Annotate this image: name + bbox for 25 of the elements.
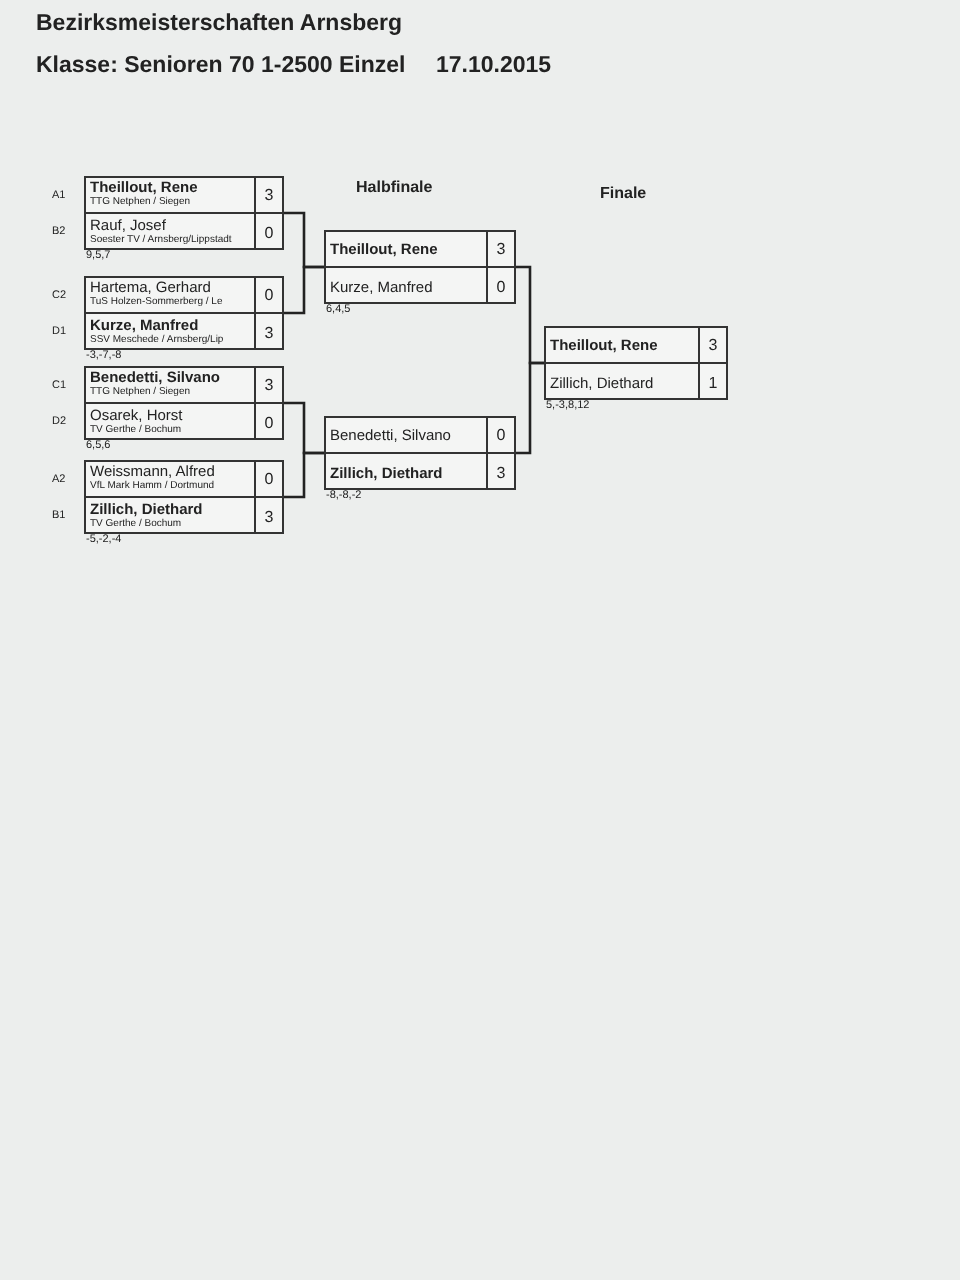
class-heading: Klasse: Senioren 70 1-2500 Einzel (36, 54, 406, 78)
score: 3 (262, 507, 276, 525)
round-heading: Halbfinale (356, 178, 433, 196)
bracket-line (516, 361, 544, 455)
bracket-line (284, 451, 324, 499)
score: 0 (494, 425, 508, 443)
score: 3 (262, 323, 276, 341)
score: 3 (706, 335, 720, 353)
score: 0 (262, 285, 276, 303)
score: 3 (262, 185, 276, 203)
score: 0 (262, 223, 276, 241)
score: 1 (706, 373, 720, 391)
score: 0 (262, 413, 276, 431)
title: Bezirksmeisterschaften Arnsberg (36, 12, 403, 36)
player-row (546, 362, 726, 398)
score: 3 (494, 239, 508, 257)
round-heading: Finale (600, 184, 647, 202)
score: 3 (262, 375, 276, 393)
player-row (326, 266, 514, 302)
date: 17.10.2015 (436, 54, 552, 78)
score: 0 (494, 277, 508, 295)
bracket-line (284, 265, 324, 315)
score: 0 (262, 469, 276, 487)
player-row (326, 452, 514, 488)
score: 3 (494, 463, 508, 481)
